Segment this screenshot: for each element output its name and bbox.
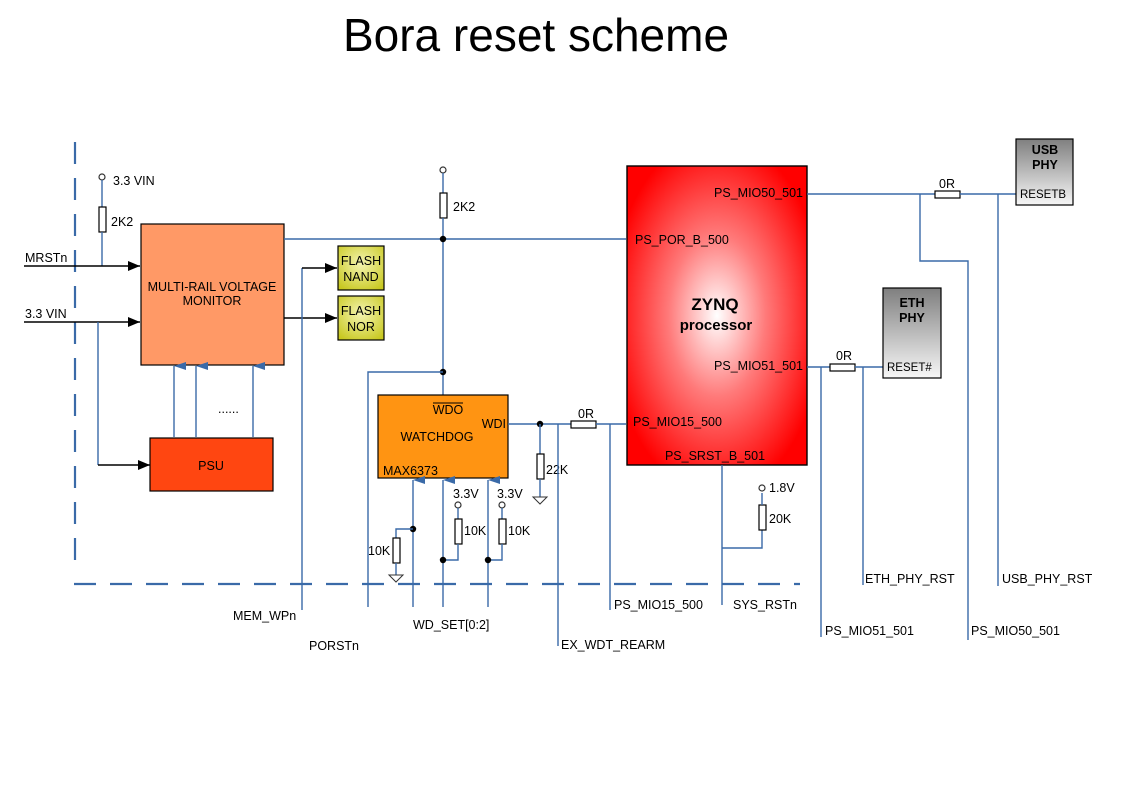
psu-rail-ellipsis: ...... — [218, 402, 239, 416]
resistor-label-eth: 0R — [836, 349, 852, 363]
supply-label-srst: 1.8V — [769, 481, 795, 495]
signal-mem-wpn: MEM_WPn — [233, 609, 296, 623]
resistor-label-srst: 20K — [769, 512, 792, 526]
supply-terminal-icon — [98, 173, 106, 181]
resistor-icon — [536, 453, 545, 480]
watchdog-pin-wdo: WDO — [433, 403, 464, 417]
resistor-icon — [392, 537, 401, 564]
watchdog-part-number: MAX6373 — [383, 464, 438, 478]
supply-terminal-icon — [454, 501, 462, 509]
watchdog-pin-wdi: WDI — [482, 417, 506, 431]
signal-porstn: PORSTn — [309, 639, 359, 653]
resistor-icon — [498, 518, 507, 545]
supply-label-wdset2: 3.3V — [497, 487, 523, 501]
eth-phy-label-1: ETH — [900, 296, 925, 310]
supply-terminal-icon — [439, 166, 447, 174]
junction-dot — [439, 556, 447, 564]
usb-phy-pin-resetb: RESETB — [1020, 189, 1066, 201]
supply-terminal-icon — [758, 484, 766, 492]
junction-dot — [439, 235, 447, 243]
supply-terminal-icon — [498, 501, 506, 509]
usb-phy-label-2: PHY — [1032, 158, 1058, 172]
signal-ps-mio51-501: PS_MIO51_501 — [825, 624, 914, 638]
watchdog-label: WATCHDOG — [401, 430, 474, 444]
zynq-pin-mio51: PS_MIO51_501 — [714, 359, 803, 373]
signal-ps-mio15-500: PS_MIO15_500 — [614, 598, 703, 612]
resistor-label-por: 2K2 — [453, 200, 475, 214]
psu-label: PSU — [198, 459, 224, 473]
voltage-monitor-label-1: MULTI-RAIL VOLTAGE — [148, 280, 277, 294]
zynq-pin-mio50: PS_MIO50_501 — [714, 186, 803, 200]
zynq-pin-mio15: PS_MIO15_500 — [633, 415, 722, 429]
resistor-icon — [439, 192, 448, 219]
eth-phy-pin-reset: RESET# — [887, 362, 932, 374]
resistor-label-mrst: 2K2 — [111, 215, 133, 229]
resistor-label-wdset0: 10K — [368, 544, 391, 558]
junction-dot — [484, 556, 492, 564]
ground-icon — [531, 496, 549, 505]
resistor-icon — [570, 420, 597, 429]
zynq-pin-srst: PS_SRST_B_501 — [665, 449, 765, 463]
flash-nor-label-2: NOR — [347, 320, 375, 334]
psu-block — [149, 437, 274, 492]
supply-label-vin: 3.3 VIN — [113, 174, 155, 188]
resistor-label-wdset1: 10K — [464, 524, 487, 538]
flash-nand-label-2: NAND — [343, 270, 378, 284]
input-label-vin: 3.3 VIN — [25, 307, 67, 321]
zynq-processor-block — [626, 165, 808, 466]
resistor-label-wdi-series: 0R — [578, 407, 594, 421]
flash-nand-label-1: FLASH — [341, 254, 381, 268]
voltage-monitor-block — [140, 223, 285, 366]
resistor-icon — [934, 190, 961, 199]
voltage-monitor-label-2: MONITOR — [183, 294, 242, 308]
watchdog-block — [377, 394, 509, 479]
signal-sys-rstn: SYS_RSTn — [733, 598, 797, 612]
zynq-label-2: processor — [680, 317, 753, 334]
input-label-mrstn: MRSTn — [25, 251, 67, 265]
zynq-pin-por: PS_POR_B_500 — [635, 233, 729, 247]
resistor-icon — [98, 206, 107, 233]
resistor-icon — [758, 504, 767, 531]
flash-nand-block — [337, 245, 385, 291]
flash-nor-block — [337, 295, 385, 341]
resistor-label-wdset2: 10K — [508, 524, 531, 538]
usb-phy-block — [1015, 138, 1074, 206]
eth-phy-label-2: PHY — [899, 311, 925, 325]
signal-eth-phy-rst: ETH_PHY_RST — [865, 572, 955, 586]
resistor-label-usb: 0R — [939, 177, 955, 191]
ground-icon — [387, 574, 405, 583]
page-title: Bora reset scheme — [342, 9, 730, 61]
supply-label-wdset1: 3.3V — [453, 487, 479, 501]
signal-wd-set: WD_SET[0:2] — [413, 618, 489, 632]
flash-nor-label-1: FLASH — [341, 304, 381, 318]
signal-usb-phy-rst: USB_PHY_RST — [1002, 572, 1093, 586]
eth-phy-block — [882, 287, 942, 379]
zynq-label-1: ZYNQ — [691, 295, 738, 314]
signal-ps-mio50-501: PS_MIO50_501 — [971, 624, 1060, 638]
resistor-icon — [454, 518, 463, 545]
resistor-icon — [829, 363, 856, 372]
usb-phy-label-1: USB — [1032, 143, 1058, 157]
signal-ex-wdt-rearm: EX_WDT_REARM — [561, 638, 665, 652]
